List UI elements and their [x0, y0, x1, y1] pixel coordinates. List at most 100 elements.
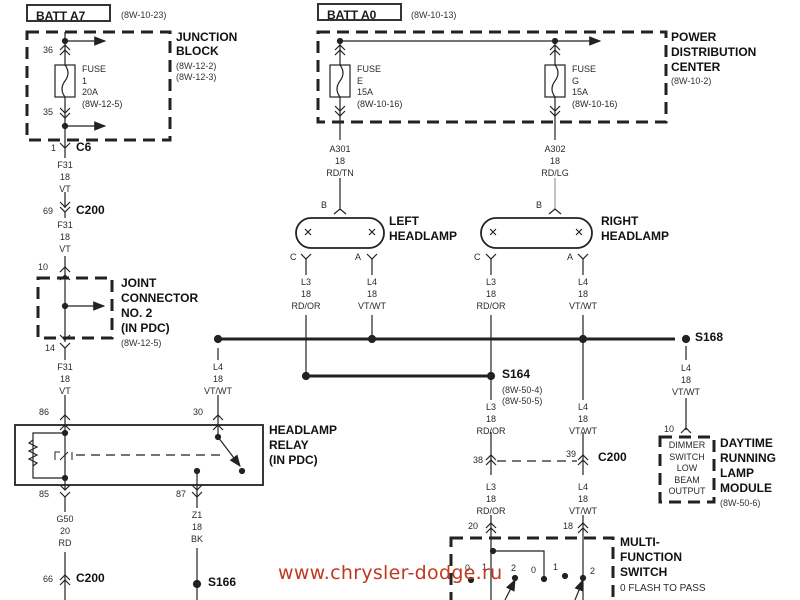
batt-a0-label: BATT A0 [317, 3, 402, 22]
drl-inner-label: DIMMER SWITCH LOW BEAM OUTPUT [662, 440, 712, 498]
wire-circuit: F31 [57, 362, 73, 372]
wire-color: VT/WT [204, 386, 232, 396]
relay-pin-86: 86 [39, 407, 50, 417]
pdc-title-3: CENTER [671, 60, 721, 74]
wire-l4-low: L4 18 VT/WT [569, 481, 597, 517]
wire-gauge: 18 [59, 172, 71, 182]
wire-gauge: 18 [212, 374, 223, 384]
mfs-pos-0b: 0 [531, 565, 537, 575]
relay-title-2: RELAY [269, 438, 309, 452]
wire-circuit: A302 [544, 144, 566, 154]
pin-36: 36 [43, 45, 54, 55]
drl-inner-4: BEAM [674, 474, 700, 485]
relay-pin-30: 30 [193, 407, 204, 417]
batt-a0-ref: (8W-10-13) [411, 10, 457, 20]
c200-pin-66: 66 [43, 574, 54, 584]
wire-l3-left: L3 18 RD/OR [292, 276, 321, 312]
pin-35: 35 [43, 107, 54, 117]
left-headlamp-symbol [295, 217, 385, 249]
mfs-title-3: SWITCH [620, 565, 668, 579]
joint-connector-title-3: NO. 2 [121, 306, 153, 320]
wire-color: BK [190, 534, 204, 544]
wire-gauge: 18 [366, 289, 377, 299]
pdc-ref: (8W-10-2) [671, 76, 712, 86]
drl-module-boundary [658, 435, 716, 504]
fuse-1-label: FUSE 1 20A (8W-12-5) [82, 64, 122, 110]
multifunction-switch-boundary [449, 536, 615, 600]
wire-color: VT/WT [569, 506, 597, 516]
c200-label-c: C200 [76, 571, 105, 585]
wire-gauge: 18 [549, 156, 561, 166]
wire-circuit: L4 [577, 277, 588, 287]
left-headlamp-title-1: LEFT [389, 214, 419, 228]
wire-l3-mid: L3 18 RD/OR [477, 401, 506, 437]
wire-color: RD [58, 538, 72, 548]
drl-title-1: DAYTIME [720, 436, 773, 450]
drl-ref: (8W-50-6) [720, 498, 761, 508]
left-headlamp-pin-c: C [290, 252, 297, 262]
drl-inner-1: DIMMER [668, 440, 706, 450]
wire-gauge: 18 [680, 375, 691, 385]
pdc-boundary [316, 30, 668, 124]
joint-connector-boundary [36, 276, 114, 340]
s166-label: S166 [208, 575, 237, 589]
wire-color: RD/OR [476, 301, 506, 311]
left-headlamp-title-2: HEADLAMP [389, 229, 457, 243]
mfs-pos-0a: 0 [465, 563, 471, 573]
s168-label: S168 [695, 330, 724, 344]
batt-a7-ref: (8W-10-23) [121, 10, 167, 20]
s164-ref-1: (8W-50-4) [502, 385, 543, 395]
wire-gauge: 18 [577, 494, 588, 504]
left-headlamp-pin-b: B [321, 200, 328, 210]
fuse-e-label: FUSE E 15A (8W-10-16) [357, 64, 402, 110]
wire-circuit: L4 [680, 363, 691, 373]
joint-connector-ref: (8W-12-5) [121, 338, 162, 348]
drl-pin-10: 10 [664, 424, 675, 434]
wire-circuit: L3 [485, 402, 496, 412]
wire-circuit: L4 [366, 277, 377, 287]
wire-gauge: 18 [577, 414, 588, 424]
wire-color: VT/WT [569, 301, 597, 311]
right-headlamp-pin-c: C [474, 252, 481, 262]
mfs-pos-1a: 1 [482, 562, 488, 572]
wire-l4-mid: L4 18 VT/WT [569, 401, 597, 437]
drl-title-2: RUNNING [720, 451, 776, 465]
wire-circuit: Z1 [191, 510, 203, 520]
junction-block-ref-2: (8W-12-3) [176, 72, 217, 82]
wire-gauge: 18 [334, 156, 345, 166]
wire-color: VT/WT [672, 387, 700, 397]
mfs-legend-0: 0 FLASH TO PASS [620, 583, 706, 594]
c6-label: C6 [76, 140, 92, 154]
wire-l4-drl: L4 18 VT/WT [672, 362, 700, 398]
junction-block-boundary [25, 30, 172, 142]
fuse-g-rating: 15A [572, 87, 589, 97]
wire-gauge: 18 [485, 414, 496, 424]
fuse-e-title: FUSE [357, 64, 382, 74]
fuse-1-title: FUSE [82, 64, 107, 74]
wire-l3-low: L3 18 RD/OR [477, 481, 506, 517]
wire-f31-2: F31 18 VT [57, 219, 73, 255]
wire-color: VT/WT [358, 301, 386, 311]
mfs-pos-2b: 2 [590, 566, 596, 576]
wire-gauge: 18 [300, 289, 311, 299]
wire-g50: G50 20 RD [56, 513, 73, 549]
wire-circuit: F31 [57, 160, 73, 170]
wire-l4-relay: L4 18 VT/WT [204, 361, 232, 397]
wire-circuit: L3 [485, 482, 496, 492]
wire-circuit: G50 [56, 514, 74, 524]
drl-inner-2: SWITCH [669, 451, 705, 462]
fuse-e-rating: 15A [357, 87, 374, 97]
wire-color: VT [59, 244, 71, 254]
left-headlamp-pin-a: A [355, 252, 362, 262]
fuse-1-number: 1 [82, 75, 88, 86]
headlamp-relay-boundary [14, 424, 264, 486]
right-headlamp-symbol [480, 217, 593, 249]
junction-block-ref-1: (8W-12-2) [176, 61, 217, 71]
wire-l4-left: L4 18 VT/WT [358, 276, 386, 312]
relay-pin-85: 85 [39, 489, 50, 499]
c200-pin-38: 38 [473, 455, 484, 465]
wire-f31-3: F31 18 VT [57, 361, 73, 397]
mfs-pin-18: 18 [563, 521, 574, 531]
watermark-link[interactable]: www.chrysler-dodge.ru [278, 562, 503, 584]
drl-inner-5: OUTPUT [668, 486, 706, 496]
